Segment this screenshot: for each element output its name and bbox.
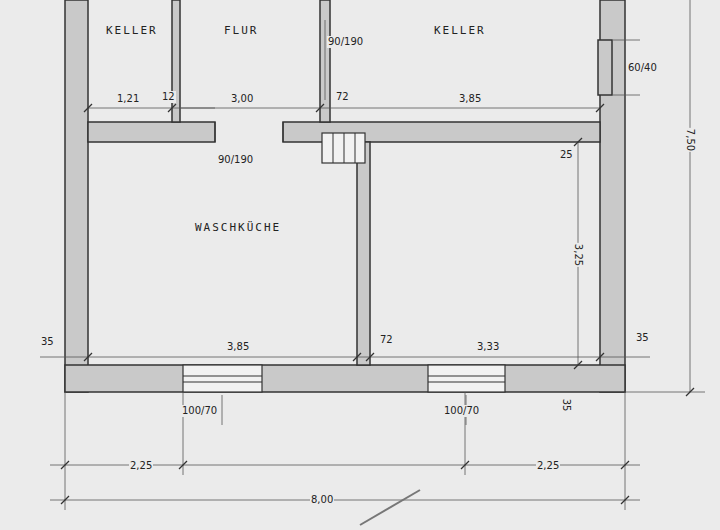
room-label: KELLER [103,23,161,38]
dimension-text: 25 [559,149,574,161]
room-label: WASCHKÜCHE [192,220,284,235]
dimension-text: 7,50 [684,128,696,152]
dimension-text: 72 [379,334,394,346]
room-name: KELLER [106,24,158,37]
dimension-text: 3,25 [572,243,584,267]
dimension-text: 100/70 [443,405,480,417]
room-name: WASCHKÜCHE [195,221,281,234]
dimension-text: 60/40 [627,62,658,74]
room-name: FLUR [224,24,259,37]
dimension-text: 3,00 [230,93,254,105]
dimension-text: 12 [161,91,176,103]
dimension-text: 2,25 [536,460,560,472]
dimension-text: 35 [635,332,650,344]
dimension-text: 90/190 [217,154,254,166]
dimension-text: 100/70 [181,405,218,417]
dimension-text: 3,85 [226,341,250,353]
dimension-text: 3,33 [476,341,500,353]
dimension-text: 1,21 [116,93,140,105]
dimension-text: 3,85 [458,93,482,105]
room-label: FLUR [221,23,262,38]
dimension-text: 35 [560,398,572,413]
room-label: KELLER [431,23,489,38]
dimension-text: 35 [40,336,55,348]
room-name: KELLER [434,24,486,37]
dimension-text: 72 [335,91,350,103]
dimension-text: 8,00 [310,494,334,506]
dimension-text: 90/190 [327,36,364,48]
dimension-text: 2,25 [129,460,153,472]
